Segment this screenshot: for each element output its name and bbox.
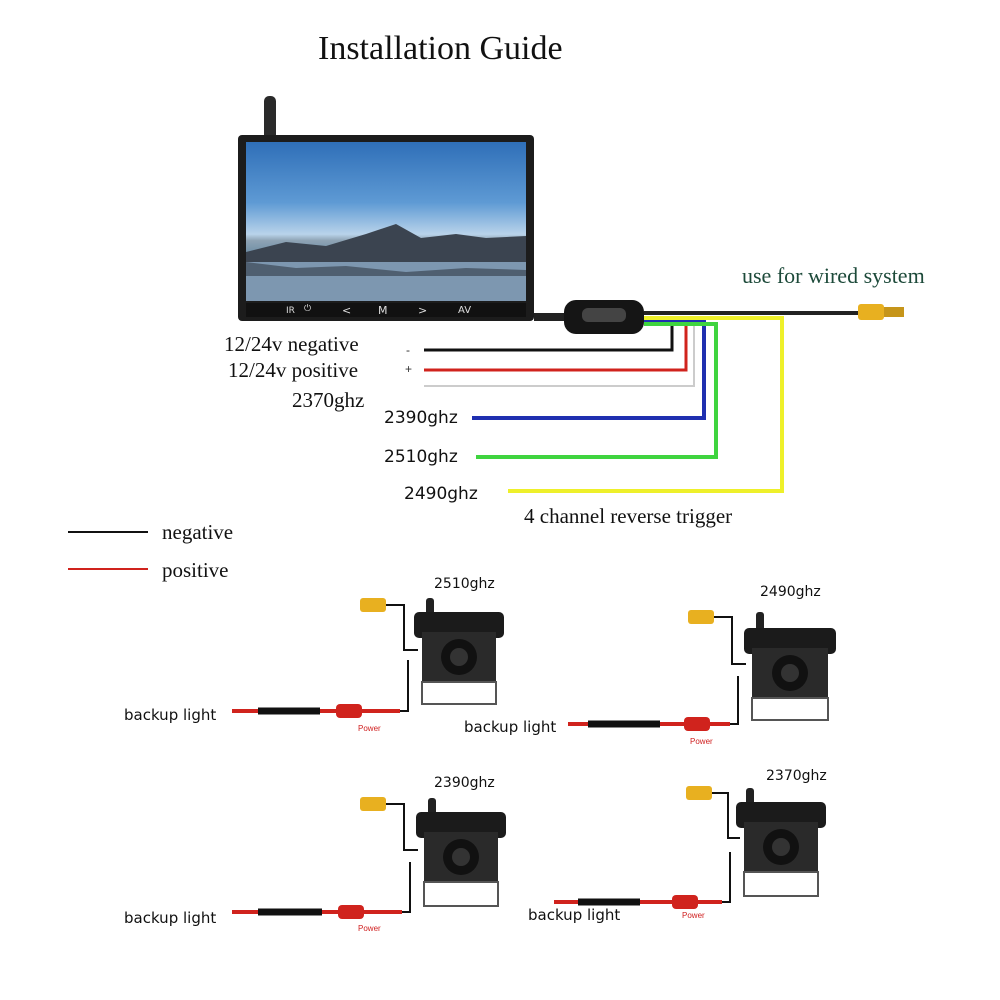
power-label: Power <box>358 924 381 933</box>
wire-2370 <box>424 321 695 387</box>
positive-symbol: + <box>405 362 413 376</box>
monitor-screen <box>246 142 526 301</box>
camera-freq-label: 2490ghz <box>760 584 821 600</box>
camera-2370 <box>554 786 826 909</box>
power-label: Power <box>358 724 381 733</box>
channel-2510-label: 2510ghz <box>384 447 458 467</box>
negative-symbol: - <box>406 343 410 357</box>
camera-2390 <box>232 797 506 919</box>
backup-light-label: backup light <box>528 906 621 924</box>
negative-wire-label: 12/24v negative <box>224 332 359 356</box>
right-button[interactable]: > <box>418 304 428 317</box>
left-button[interactable]: < <box>342 304 352 317</box>
backup-light-label: backup light <box>124 706 217 724</box>
positive-wire <box>424 318 688 372</box>
positive-wire-label: 12/24v positive <box>228 358 359 382</box>
legend-positive: positive <box>162 558 229 582</box>
channel-2370-label: 2370ghz <box>292 388 365 412</box>
power-label: Power <box>690 737 713 746</box>
camera-2490 <box>568 610 836 731</box>
backup-light-label: backup light <box>124 909 217 927</box>
page-title: Installation Guide <box>318 30 563 67</box>
channel-2390-label: 2390ghz <box>384 408 458 428</box>
camera-freq-label: 2390ghz <box>434 775 495 791</box>
legend-negative: negative <box>162 520 234 544</box>
wire-2510 <box>476 322 718 459</box>
camera-freq-label: 2510ghz <box>434 576 495 592</box>
camera-2510 <box>232 598 504 718</box>
menu-button[interactable]: M <box>378 304 388 317</box>
wire-2490 <box>508 316 784 493</box>
power-label: Power <box>682 911 705 920</box>
av-button[interactable]: AV <box>458 305 472 316</box>
ir-button[interactable]: IR <box>286 306 295 316</box>
channel-2490-label: 2490ghz <box>404 484 478 504</box>
rca-connector <box>858 304 884 320</box>
backup-light-label: backup light <box>464 718 557 736</box>
camera-freq-label: 2370ghz <box>766 768 827 784</box>
wired-system-label: use for wired system <box>742 263 925 288</box>
reverse-trigger-label: 4 channel reverse trigger <box>524 504 733 528</box>
power-button[interactable]: ⏻ <box>304 304 312 314</box>
monitor-antenna <box>264 96 276 140</box>
